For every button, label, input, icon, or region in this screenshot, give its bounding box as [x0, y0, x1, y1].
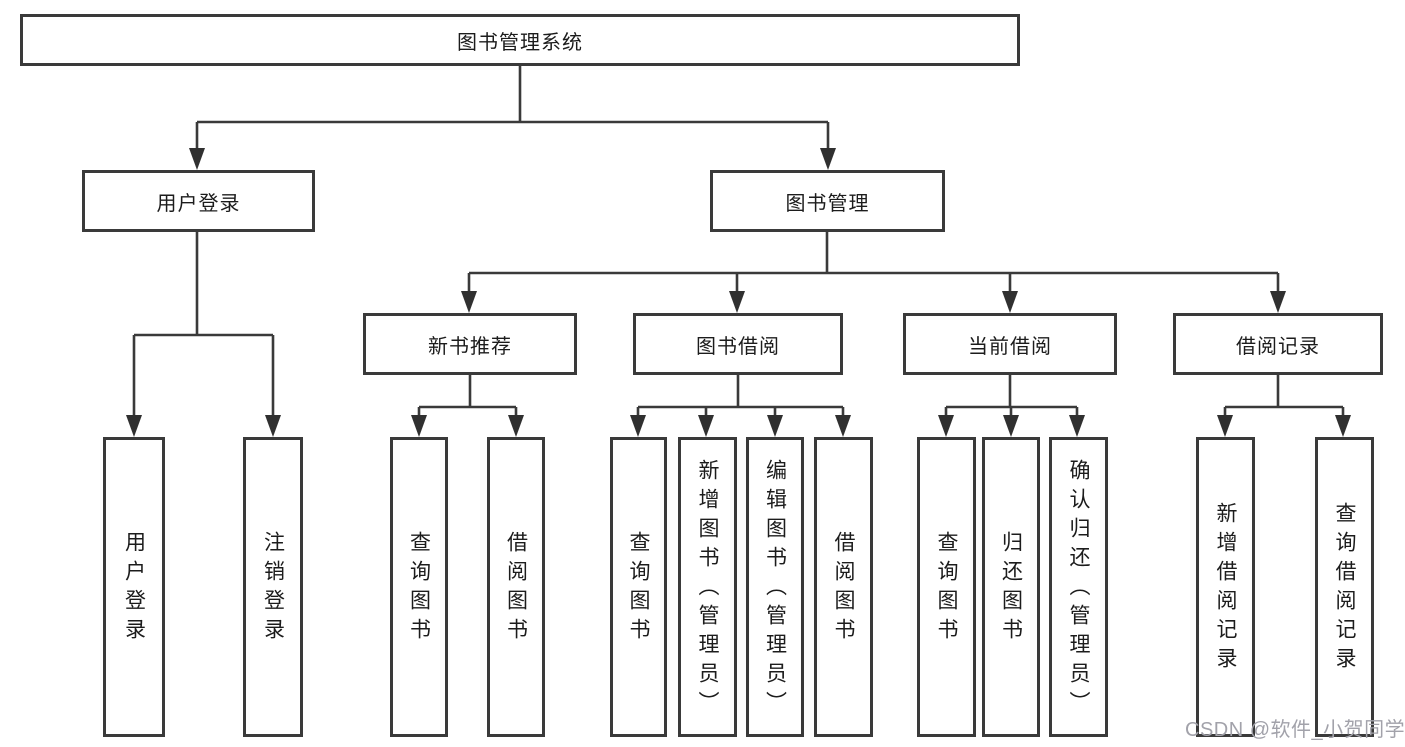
node-user-login: 用户登录 [82, 170, 315, 232]
connector-borrow-records-subtree [1217, 375, 1351, 437]
node-root-library-system: 图书管理系统 [20, 14, 1020, 66]
leaf-query-borrow-record: 查询借阅记录 [1315, 437, 1374, 737]
connector-root-to-level2 [189, 66, 836, 170]
leaf-query-books-recommend: 查询图书 [390, 437, 448, 737]
node-book-management: 图书管理 [710, 170, 945, 232]
node-current-borrow: 当前借阅 [903, 313, 1117, 375]
leaf-borrow-books: 借阅图书 [814, 437, 873, 737]
leaf-return-books: 归还图书 [982, 437, 1040, 737]
leaf-borrow-books-recommend: 借阅图书 [487, 437, 545, 737]
node-borrow-records: 借阅记录 [1173, 313, 1383, 375]
leaf-logout-login: 注销登录 [243, 437, 303, 737]
connector-book-management-subtree [461, 232, 1286, 313]
connector-current-borrow-subtree [938, 375, 1085, 437]
leaf-query-books-current: 查询图书 [917, 437, 976, 737]
node-book-borrow: 图书借阅 [633, 313, 843, 375]
connector-book-borrow-subtree [630, 375, 851, 437]
connector-user-login-subtree [126, 232, 281, 437]
csdn-watermark: CSDN @软件_小贺同学 [1185, 719, 1405, 741]
node-new-book-recommend: 新书推荐 [363, 313, 577, 375]
leaf-add-books-admin: 新增图书（管理员） [678, 437, 737, 737]
leaf-edit-books-admin: 编辑图书（管理员） [746, 437, 804, 737]
connector-new-book-subtree [411, 375, 524, 437]
leaf-add-borrow-record: 新增借阅记录 [1196, 437, 1255, 737]
leaf-query-books-borrow: 查询图书 [610, 437, 667, 737]
leaf-confirm-return-admin: 确认归还（管理员） [1049, 437, 1108, 737]
leaf-user-login: 用户登录 [103, 437, 165, 737]
